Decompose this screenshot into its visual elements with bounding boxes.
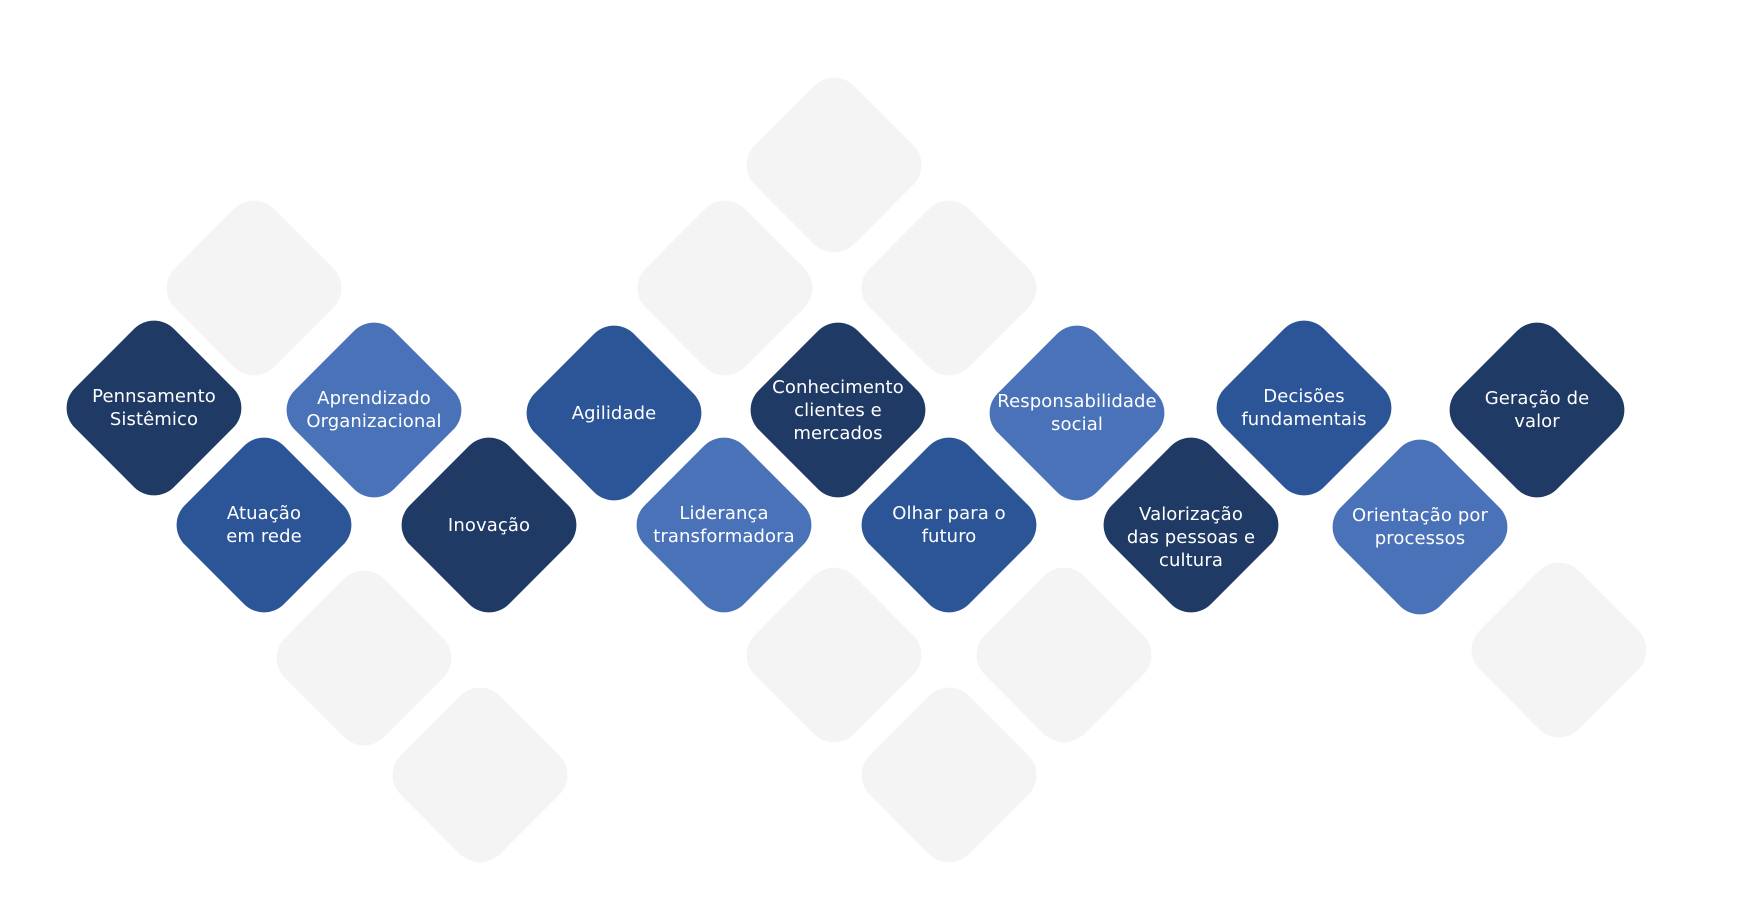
pillar-label-olhar-para-o-futuro: Olhar para o futuro <box>892 503 1006 547</box>
pillar-label-aprendizado-organizacional: Aprendizado Organizacional <box>306 388 442 432</box>
pillar-label-conhecimento-clientes-mercados: Conhecimento clientes e mercados <box>772 376 904 444</box>
pillar-label-atuacao-em-rede: Atuação em rede <box>226 503 302 547</box>
pillar-label-inovacao: Inovação <box>447 514 531 536</box>
pillar-label-pensamento-sistemico: Pennsamento Sistêmico <box>92 386 216 430</box>
pillar-label-decisoes-fundamentais: Decisões fundamentais <box>1241 386 1367 430</box>
pillar-label-agilidade: Agilidade <box>571 402 657 424</box>
pillar-label-geracao-de-valor: Geração de valor <box>1484 388 1590 432</box>
pillar-label-responsabilidade-social: Responsabilidade social <box>997 391 1157 435</box>
pillar-label-valorizacao-pessoas-cultura: Valorização das pessoas e cultura <box>1126 503 1256 571</box>
ghost-diamond <box>1460 551 1658 749</box>
pillar-label-lideranca-transformadora: Liderança transformadora <box>653 503 795 547</box>
pillar-label-orientacao-por-processos: Orientação por processos <box>1351 505 1489 549</box>
